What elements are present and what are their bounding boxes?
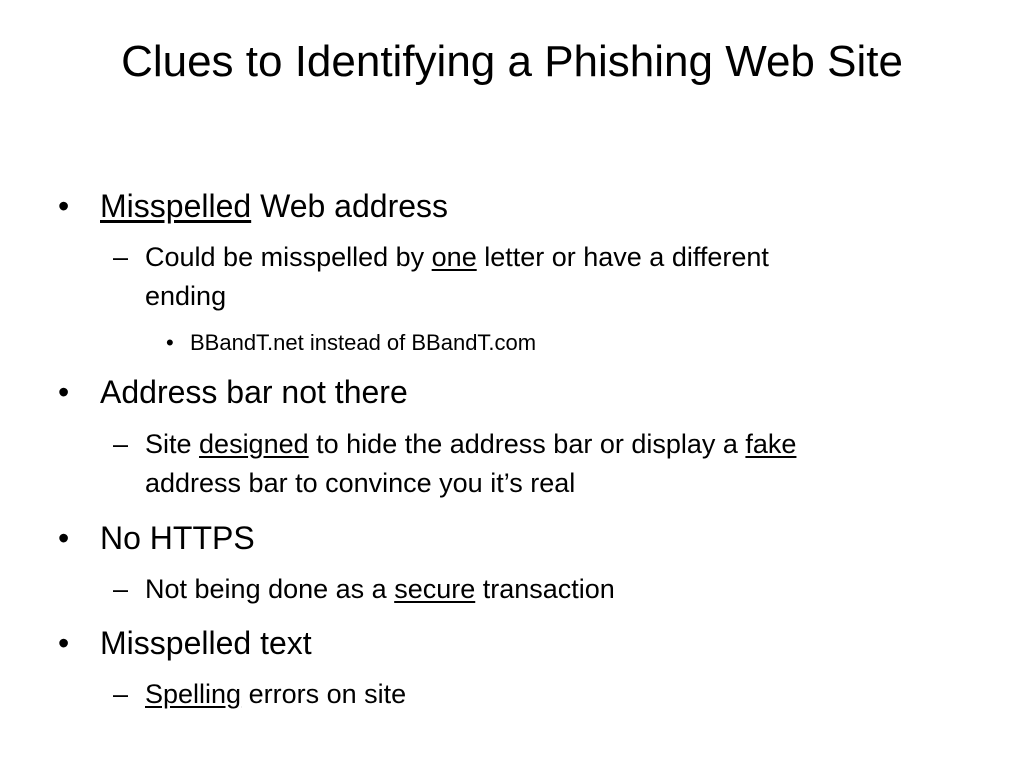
bullet-text: Misspelled Web address [100,186,448,226]
bullet-text: Address bar not there [100,374,408,410]
bullet-icon: • [58,520,70,556]
sub-item-misspelled-one-letter: – Could be misspelled by one letter or h… [113,238,769,316]
sub-item-site-designed: – Site designed to hide the address bar … [113,425,796,503]
text-fragment: Could be misspelled by [145,242,432,272]
bullet-item-address-bar: • Address bar not there [58,372,408,412]
sub-item-text: Spelling errors on site [145,675,406,714]
text-fragment: Site [145,429,200,459]
bullet-icon: • [166,330,174,355]
underlined-word: fake [745,429,797,459]
text-fragment: address bar to convince you it’s real [145,468,576,498]
dash-icon: – [113,429,129,459]
text-fragment: Web address [251,188,449,224]
bullet-text: No HTTPS [100,520,255,556]
dash-icon: – [113,242,129,272]
sub-item-text: Could be misspelled by one letter or hav… [145,238,769,316]
sub-sub-item-example: • BBandT.net instead of BBandT.com [166,329,536,357]
bullet-item-misspelled-text: • Misspelled text [58,623,312,663]
underlined-word: secure [394,574,476,604]
underlined-word: designed [199,429,309,459]
bullet-icon: • [58,625,70,661]
text-fragment: letter or have a different [476,242,769,272]
text-fragment: Not being done as a [145,574,395,604]
dash-icon: – [113,574,129,604]
text-fragment: to hide the address bar or display a [308,429,746,459]
sub-item-not-secure: – Not being done as a secure transaction [113,570,615,609]
underlined-word: Misspelled [100,188,252,224]
slide-title: Clues to Identifying a Phishing Web Site [121,37,903,86]
text-fragment: transaction [475,574,615,604]
sub-item-spelling-errors: – Spelling errors on site [113,675,406,714]
bullet-icon: • [58,374,70,410]
sub-item-text: Site designed to hide the address bar or… [145,425,796,503]
bullet-item-misspelled-web-address: • Misspelled Web address [58,186,448,226]
underlined-word: one [431,242,477,272]
bullet-text: Misspelled text [100,625,312,661]
sub-item-text: Not being done as a secure transaction [145,570,615,609]
text-fragment: ending [145,281,227,311]
underlined-word: Spelling [145,679,242,709]
text-fragment: errors on site [241,679,407,709]
bullet-item-no-https: • No HTTPS [58,518,255,558]
dash-icon: – [113,679,129,709]
bullet-icon: • [58,188,70,224]
sub-sub-item-text: BBandT.net instead of BBandT.com [190,330,537,355]
